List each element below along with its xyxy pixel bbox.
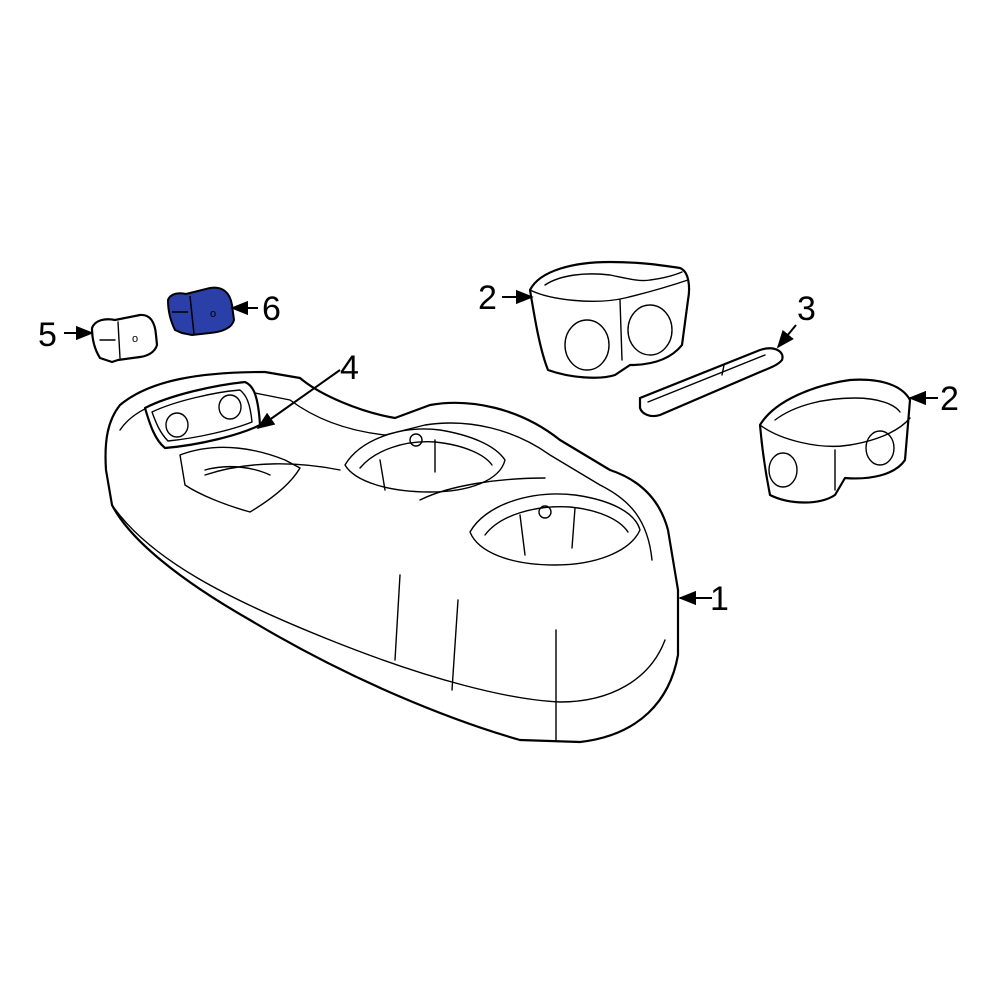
callout-label-4: 4 [340,349,359,387]
svg-text:o: o [210,308,216,320]
callout-label-3: 3 [797,290,816,328]
clip-part-5[interactable]: o [90,313,159,364]
clip-part-6-highlighted[interactable]: o [166,286,236,337]
callout-label-5: 5 [38,316,57,354]
callout-arrow-4 [256,369,341,430]
callout-label-1: 1 [710,580,729,618]
console-body-part-1[interactable] [104,370,680,744]
trim-strip-part-3[interactable] [638,347,784,418]
callout-label-2-lower: 2 [940,380,959,418]
callout-arrow-3 [776,324,797,349]
svg-text:o: o [132,333,138,345]
cup-holder-part-2-lower[interactable] [758,378,912,504]
callout-label-6: 6 [262,290,281,328]
callout-label-2-upper: 2 [478,279,497,317]
cup-holder-part-2-upper[interactable] [528,260,691,379]
